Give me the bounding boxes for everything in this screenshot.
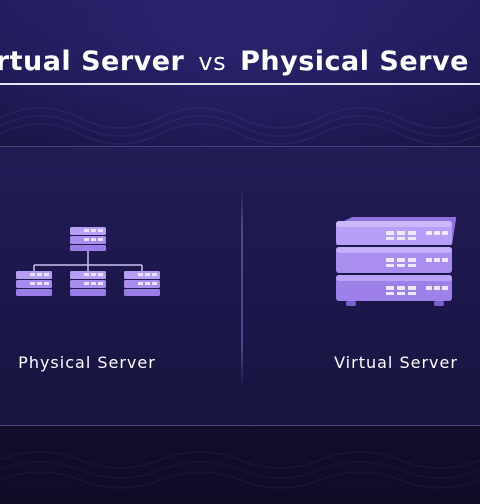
title-right: Physical Serve (240, 46, 469, 77)
title-vs: vs (198, 48, 227, 76)
page-title: irtual Server vs Physical Serve (0, 46, 480, 90)
background-wave-pattern-bottom (0, 451, 480, 489)
background-wave-pattern (0, 107, 480, 145)
title-left: irtual Server (0, 46, 185, 77)
panel-divider (241, 187, 243, 387)
physical-server-label: Physical Server (18, 353, 156, 372)
server-stack-icon (336, 217, 456, 306)
virtual-server-label: Virtual Server (334, 353, 458, 372)
title-underline (0, 83, 480, 85)
server-network-icon (16, 227, 160, 296)
comparison-panel: Physical Server Virtual Server (0, 146, 480, 426)
